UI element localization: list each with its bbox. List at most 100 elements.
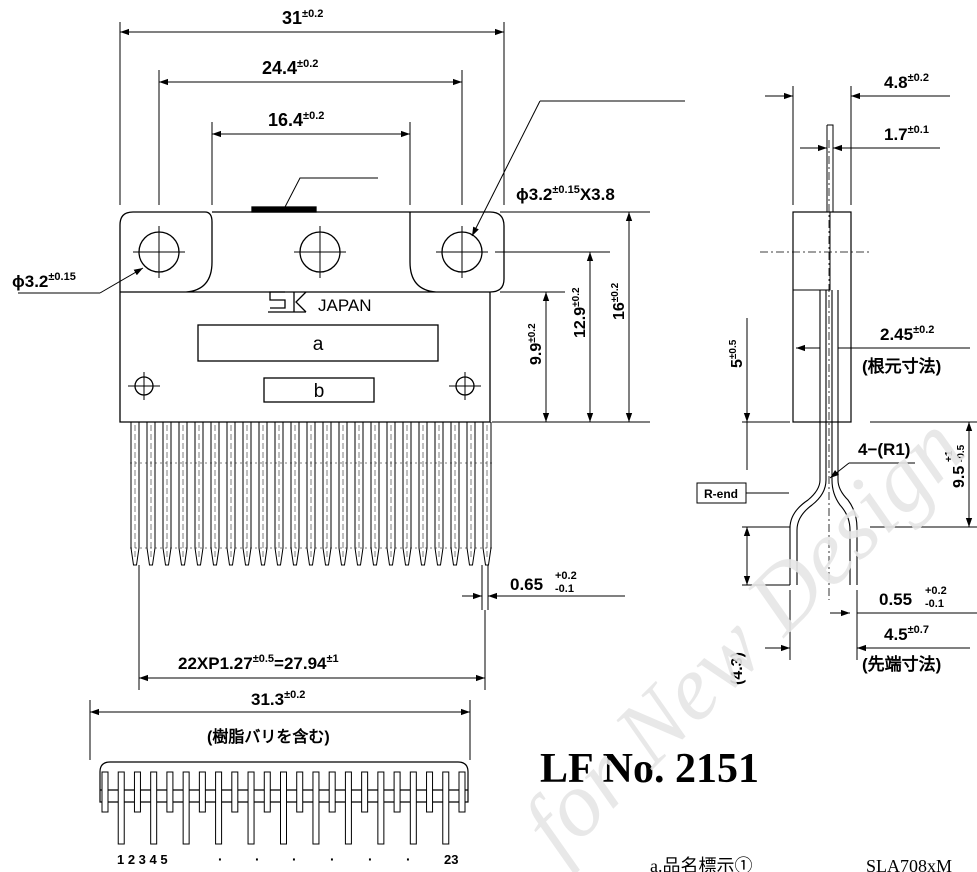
bottom-note: (樹脂バリを含む) — [207, 727, 330, 746]
dim-bottom-width: 31.3±0.2 — [251, 689, 305, 709]
front-pin — [242, 422, 252, 566]
front-pin — [210, 422, 220, 566]
dim-five: 5±0.5 — [728, 339, 746, 368]
dim-center-span: 16.4±0.2 — [268, 110, 324, 130]
front-pin — [146, 422, 156, 566]
legend-item: a.品名標示① — [650, 856, 753, 872]
bottom-pin — [312, 771, 320, 845]
bottom-pin — [263, 771, 271, 813]
dim-nine-five: 9.5 — [951, 466, 968, 488]
pin-dot: · — [292, 851, 297, 867]
front-pin — [338, 422, 348, 566]
side-body — [792, 211, 852, 423]
label-box-a — [197, 324, 439, 362]
dim-pitch: 22XP1.27±0.5=27.94±1 — [178, 653, 339, 673]
dim-lead-width-tol-upper: +0.2 — [555, 570, 577, 582]
dim-lead-width: 0.65 — [510, 575, 543, 594]
front-pin — [274, 422, 284, 566]
dim-tab: 1.7±0.1 — [884, 124, 929, 144]
dim-lead-thk-tol-lower: -0.1 — [925, 598, 944, 610]
front-dimension-lines — [18, 22, 685, 690]
sk-logo — [268, 291, 307, 313]
front-pin — [418, 422, 428, 566]
pins-bottom — [101, 771, 466, 845]
bottom-pin — [344, 771, 352, 845]
bottom-pin — [361, 771, 369, 813]
dim-thickness: 4.8±0.2 — [884, 72, 929, 92]
bottom-pin — [231, 771, 239, 813]
front-view — [119, 177, 505, 423]
front-pin — [434, 422, 444, 566]
bottom-pin — [377, 771, 385, 845]
front-pin — [450, 422, 460, 566]
label-a-text: a — [313, 334, 324, 355]
pins-front — [130, 422, 492, 566]
front-pin — [258, 422, 268, 566]
front-pin — [178, 422, 188, 566]
front-pin — [482, 422, 492, 566]
dim-four-three: (4.3) — [729, 652, 746, 685]
bottom-pin — [166, 771, 174, 813]
bottom-pin — [117, 771, 125, 845]
front-pin — [226, 422, 236, 566]
pin-dot: · — [368, 851, 373, 867]
bottom-pin — [247, 771, 255, 845]
dim-height-12-9: 12.9±0.2 — [571, 287, 589, 338]
top-mark-bump — [251, 206, 317, 213]
dim-height-16: 16±0.2 — [610, 282, 628, 320]
tip-note: (先端寸法) — [862, 654, 941, 674]
bottom-pin — [393, 771, 401, 813]
front-pin — [370, 422, 380, 566]
front-pin — [402, 422, 412, 566]
bottom-pin — [182, 771, 190, 845]
pin-dot: · — [330, 851, 335, 867]
bottom-pin — [409, 771, 417, 845]
bottom-pin — [296, 771, 304, 813]
dim-tip: 4.5±0.7 — [884, 624, 929, 644]
dim-mount-hole: ϕ3.2±0.15X3.8 — [516, 184, 615, 204]
bottom-pin — [458, 771, 466, 813]
front-pin — [162, 422, 172, 566]
dim-root: 2.45±0.2 — [880, 324, 934, 344]
side-view — [760, 124, 870, 600]
root-note: (根元寸法) — [862, 356, 941, 376]
front-pin — [130, 422, 140, 566]
bottom-body-outline — [99, 761, 469, 803]
bottom-pin — [280, 771, 287, 845]
bottom-pin — [133, 771, 141, 813]
front-pin — [354, 422, 364, 566]
dim-height-9-9: 9.9±0.2 — [527, 323, 545, 365]
dim-lead-width-tol-lower: -0.1 — [555, 583, 574, 595]
dim-lead-thk: 0.55 — [879, 590, 912, 609]
side-dimension-lines — [696, 86, 977, 660]
side-dimension-text: 4.8±0.2 1.7±0.1 2.45±0.2 (根元寸法) 4−(R1) R… — [704, 72, 968, 685]
label-box-b — [263, 377, 375, 403]
maker-label: JAPAN — [318, 296, 372, 315]
r-end-label: R-end — [704, 487, 738, 501]
bottom-pin — [215, 771, 223, 845]
front-pin — [194, 422, 204, 566]
bottom-view-text: 31.3±0.2 (樹脂バリを含む) 1 2 3 4 5 ······ 23 — [117, 689, 458, 867]
dim-lead-thk-tol-upper: +0.2 — [925, 585, 947, 597]
dim-nine-five-tol-upper: +1 — [944, 450, 955, 462]
label-b-text: b — [314, 381, 325, 402]
pin-number-last: 23 — [444, 852, 458, 867]
pin-dot: · — [406, 851, 411, 867]
dim-left-hole: ϕ3.2±0.15 — [12, 271, 76, 291]
front-pin — [466, 422, 476, 566]
bottom-pin — [150, 771, 158, 845]
front-pin — [386, 422, 396, 566]
front-view-text: JAPAN a b — [313, 296, 372, 402]
bottom-view — [89, 700, 471, 803]
bottom-pin — [426, 771, 434, 813]
bottom-pin — [101, 771, 109, 813]
front-dimension-text: 31±0.2 24.4±0.2 16.4±0.2 ϕ3.2±0.15X3.8 ϕ… — [12, 8, 628, 673]
bottom-pin — [442, 771, 450, 845]
dim-hole-span: 24.4±0.2 — [262, 58, 318, 78]
pin-dot: · — [218, 851, 223, 867]
dim-nine-five-tol-lower: -0.5 — [956, 444, 967, 462]
pin-dots: ······ — [218, 851, 411, 867]
package-body-outline — [119, 211, 505, 423]
bottom-pin — [198, 771, 206, 813]
